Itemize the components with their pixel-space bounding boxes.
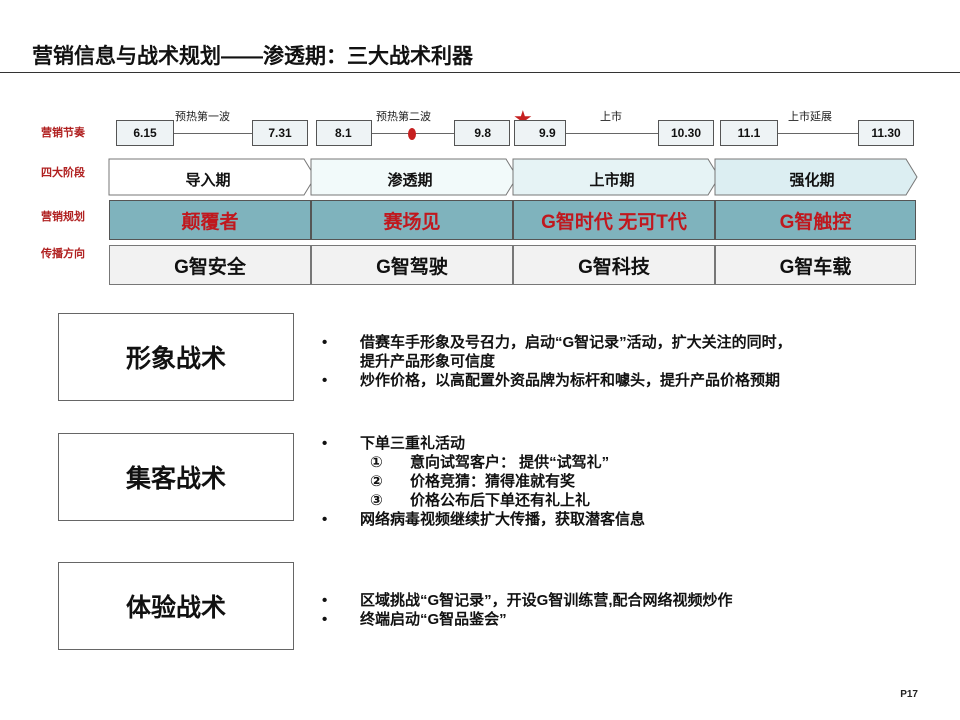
wave-label: 预热第二波 [376, 111, 431, 123]
wave-label: 上市延展 [788, 111, 832, 123]
timeline-dot-marker [408, 128, 416, 140]
sub-text: 价格竞猜：猜得准就有奖 [410, 473, 576, 490]
tactic-bullets-customer: • 下单三重礼活动 ① 意向试驾客户： 提供“试驾礼” ② 价格竞猜：猜得准就有… [322, 434, 932, 529]
date-box: 9.8 [454, 120, 510, 146]
page-number: P17 [900, 689, 918, 700]
stage-chevron [512, 158, 720, 196]
date-box: 8.1 [316, 120, 372, 146]
direction-cell: G智车载 [715, 245, 916, 285]
bullet-item: • 借赛车手形象及号召力，启动“G智记录”活动，扩大关注的同时， 提升产品形象可… [322, 333, 932, 371]
bullet-text: 下单三重礼活动 [360, 435, 466, 452]
timeline-connector [174, 133, 252, 134]
bullet-text: 网络病毒视频继续扩大传播，获取潜客信息 [360, 511, 646, 528]
bullet-item: • 终端启动“G智品鉴会” [322, 610, 932, 629]
sub-item: ② 价格竞猜：猜得准就有奖 [322, 472, 932, 491]
sub-number: ① [370, 454, 383, 471]
stage-label: 强化期 [789, 171, 835, 189]
stage-label: 上市期 [589, 171, 635, 189]
wave-label: 上市 [600, 111, 622, 123]
plan-cell: G智触控 [715, 200, 916, 240]
direction-cell: G智科技 [513, 245, 715, 285]
timeline-connector [566, 133, 658, 134]
sub-number: ③ [370, 492, 383, 509]
bullet-text: 提升产品形象可信度 [360, 353, 496, 370]
bullet-item: • 炒作价格，以高配置外资品牌为标杆和噱头，提升产品价格预期 [322, 371, 932, 390]
sub-text: 价格公布后下单还有礼上礼 [410, 492, 591, 509]
bullet-text: 终端启动“G智品鉴会” [360, 611, 507, 628]
bullet-text: 炒作价格，以高配置外资品牌为标杆和噱头，提升产品价格预期 [360, 372, 781, 389]
tactic-box-experience: 体验战术 [58, 562, 294, 650]
bullet-marker: • [322, 592, 328, 609]
bullet-text: 区域挑战“G智记录”，开设G智训练营,配合网络视频炒作 [360, 592, 733, 609]
row-label-plan: 营销规划 [41, 211, 85, 223]
stage-chevron [310, 158, 518, 196]
bullet-item: • 区域挑战“G智记录”，开设G智训练营,配合网络视频炒作 [322, 591, 932, 610]
tactic-bullets-image: • 借赛车手形象及号召力，启动“G智记录”活动，扩大关注的同时， 提升产品形象可… [322, 333, 932, 390]
row-label-direction: 传播方向 [41, 248, 85, 260]
tactic-bullets-experience: • 区域挑战“G智记录”，开设G智训练营,配合网络视频炒作 • 终端启动“G智品… [322, 591, 932, 629]
plan-cell: G智时代 无可T代 [513, 200, 715, 240]
sub-text: 意向试驾客户： 提供“试驾礼” [410, 454, 610, 471]
date-box: 11.1 [720, 120, 778, 146]
bullet-marker: • [322, 372, 328, 389]
bullet-marker: • [322, 435, 328, 452]
bullet-item: • 网络病毒视频继续扩大传播，获取潜客信息 [322, 510, 932, 529]
timeline-connector [778, 133, 858, 134]
plan-cell: 赛场见 [311, 200, 513, 240]
row-label-stages: 四大阶段 [41, 167, 85, 179]
direction-cell: G智驾驶 [311, 245, 513, 285]
stage-label: 渗透期 [387, 171, 433, 189]
tactic-box-customer: 集客战术 [58, 433, 294, 521]
stage-label: 导入期 [185, 171, 231, 189]
bullet-marker: • [322, 334, 328, 351]
date-box: 10.30 [658, 120, 714, 146]
date-box: 7.31 [252, 120, 308, 146]
title-divider [0, 72, 960, 73]
bullet-marker: • [322, 611, 328, 628]
sub-item: ① 意向试驾客户： 提供“试驾礼” [322, 453, 932, 472]
stage-chevron [714, 158, 918, 196]
sub-item: ③ 价格公布后下单还有礼上礼 [322, 491, 932, 510]
bullet-marker: • [322, 511, 328, 528]
row-label-rhythm: 营销节奏 [41, 127, 85, 139]
date-box: 11.30 [858, 120, 914, 146]
date-box: 9.9 [514, 120, 566, 146]
direction-cell: G智安全 [109, 245, 311, 285]
bullet-item: • 下单三重礼活动 [322, 434, 932, 453]
bullet-text: 借赛车手形象及号召力，启动“G智记录”活动，扩大关注的同时， [360, 334, 792, 351]
plan-cell: 颠覆者 [109, 200, 311, 240]
sub-number: ② [370, 473, 383, 490]
stage-chevron [108, 158, 316, 196]
wave-label: 预热第一波 [175, 111, 230, 123]
date-box: 6.15 [116, 120, 174, 146]
page-title: 营销信息与战术规划——渗透期：三大战术利器 [32, 45, 473, 68]
tactic-box-image: 形象战术 [58, 313, 294, 401]
